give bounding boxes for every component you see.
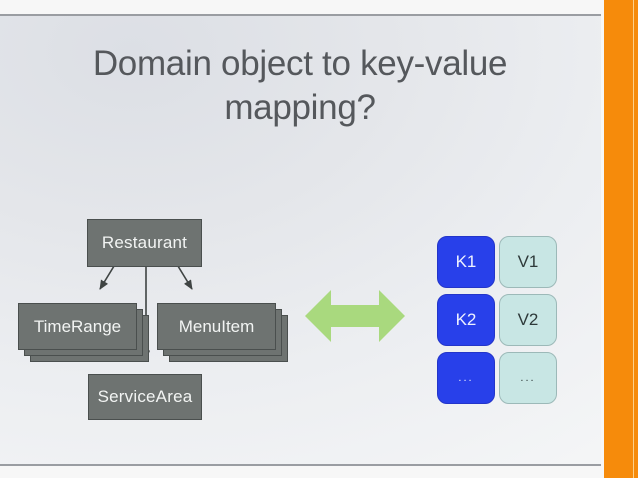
kv-key-cell-1[interactable]: K1 xyxy=(437,236,495,288)
kv-value-cell-3[interactable]: ... xyxy=(499,352,557,404)
kv-key-cell-3[interactable]: ... xyxy=(437,352,495,404)
domain-box-menuitem-front: MenuItem xyxy=(157,303,276,350)
key-value-table: K1 V1 K2 V2 ... ... xyxy=(437,236,557,416)
domain-box-servicearea-label: ServiceArea xyxy=(97,387,193,406)
domain-box-timerange[interactable]: TimeRange xyxy=(18,303,149,362)
orange-accent-edge xyxy=(634,0,638,478)
kv-key-cell-2[interactable]: K2 xyxy=(437,294,495,346)
kv-value-label-1: V1 xyxy=(517,252,539,271)
kv-value-label-3: ... xyxy=(520,372,536,384)
kv-value-cell-1[interactable]: V1 xyxy=(499,236,557,288)
orange-accent-bar xyxy=(604,0,635,478)
domain-box-menuitem-label: MenuItem xyxy=(178,316,255,336)
double-headed-horizontal-arrow-icon xyxy=(305,290,405,342)
domain-box-servicearea[interactable]: ServiceArea xyxy=(88,374,202,420)
domain-box-menuitem[interactable]: MenuItem xyxy=(157,303,288,362)
slide-canvas: Domain object to key-value mapping? Rest… xyxy=(0,14,601,466)
domain-box-restaurant[interactable]: Restaurant xyxy=(87,219,202,267)
kv-key-label-3: ... xyxy=(458,372,474,384)
page-title-line-1: Domain object to key-value xyxy=(92,44,508,83)
domain-box-timerange-label: TimeRange xyxy=(33,316,122,336)
page-title-line-2: mapping? xyxy=(224,88,376,127)
page-title: Domain object to key-value mapping? xyxy=(30,42,570,130)
kv-key-label-2: K2 xyxy=(455,310,477,329)
kv-value-label-2: V2 xyxy=(517,310,539,329)
kv-value-cell-2[interactable]: V2 xyxy=(499,294,557,346)
orange-accent-band xyxy=(601,0,638,478)
kv-key-label-1: K1 xyxy=(455,252,477,271)
domain-box-timerange-front: TimeRange xyxy=(18,303,137,350)
domain-box-restaurant-label: Restaurant xyxy=(101,233,188,252)
